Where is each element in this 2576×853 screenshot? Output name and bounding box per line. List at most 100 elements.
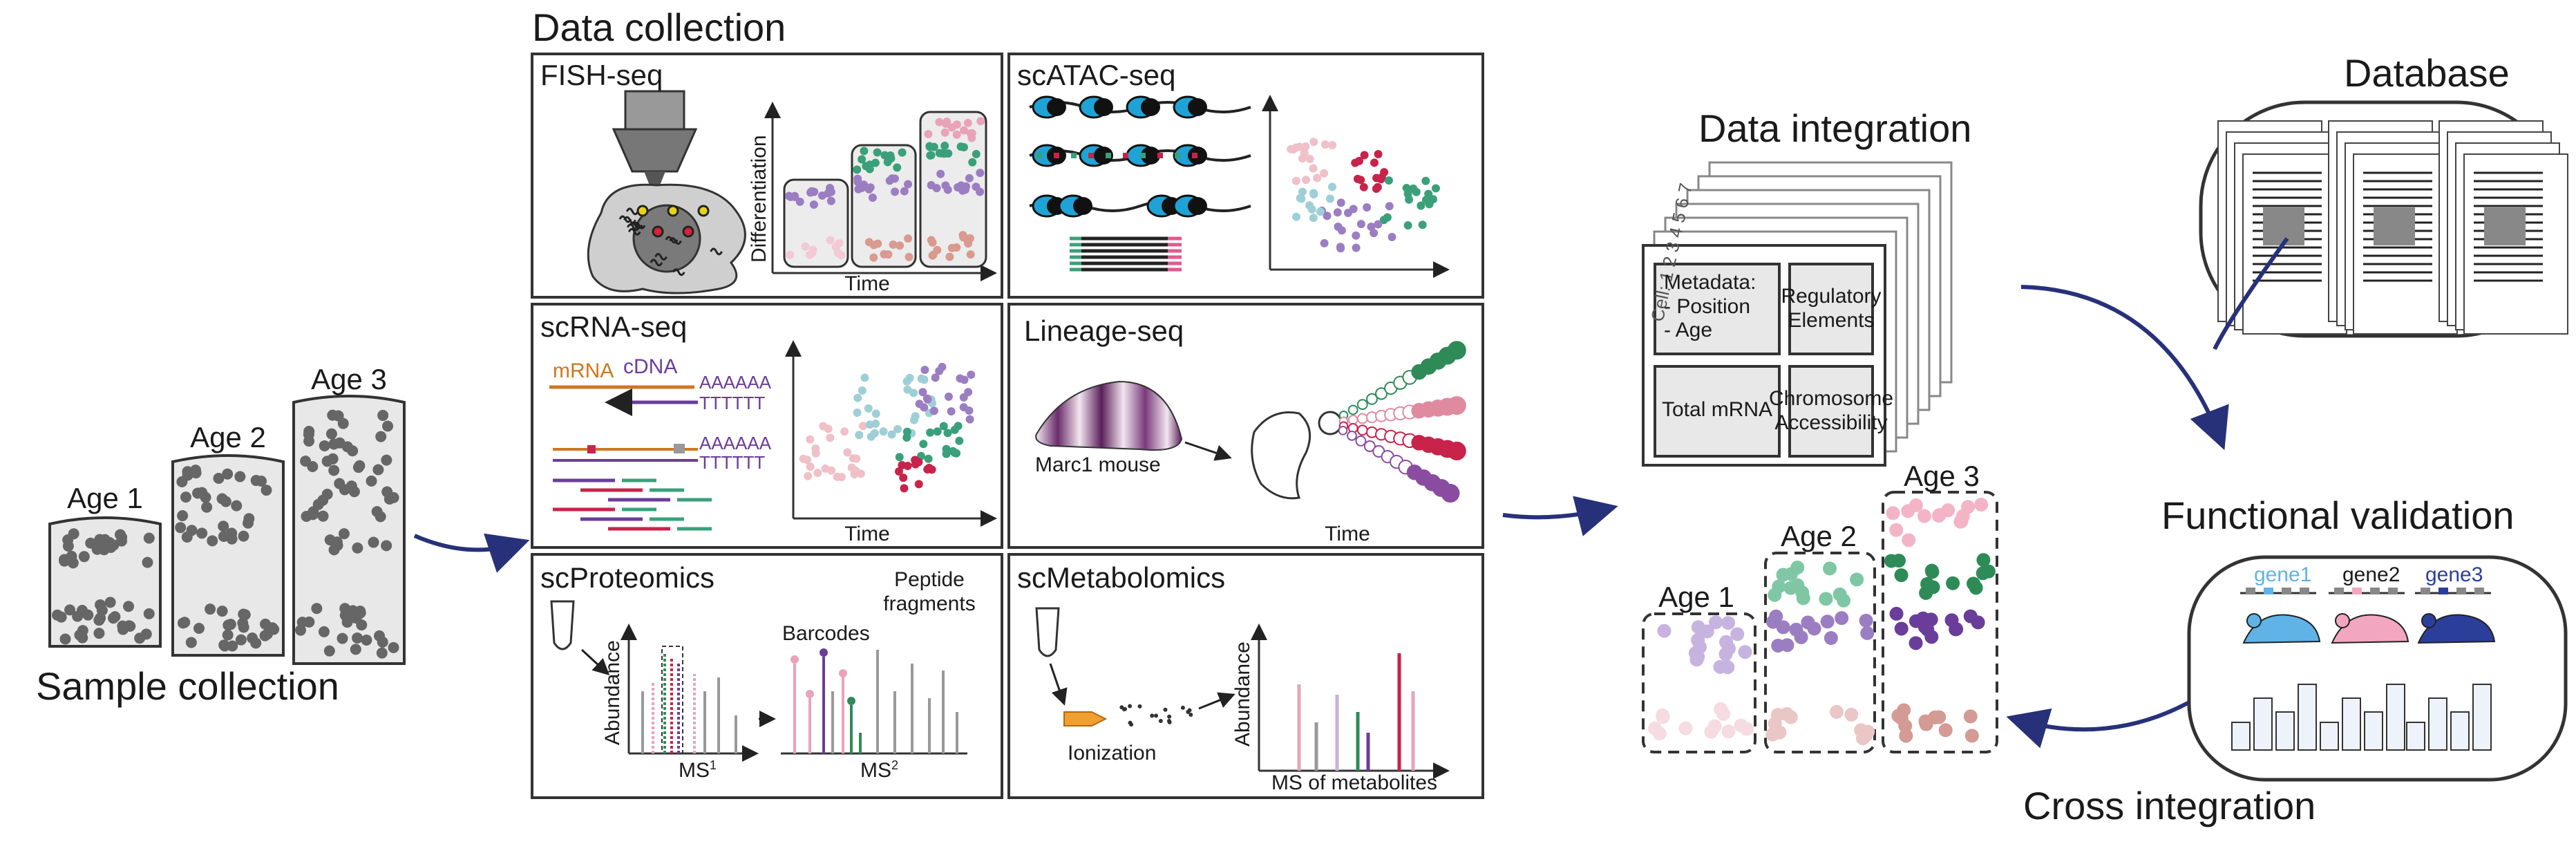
- atac-cell-dot: [1327, 182, 1336, 191]
- fish-cell-dot: [854, 185, 863, 194]
- database-pages: [2217, 120, 2568, 335]
- validation-bar-tube: [2428, 697, 2447, 751]
- rna-cell-dot: [914, 458, 923, 467]
- rna-cell-dot: [893, 424, 902, 433]
- validation-bar-tube: [2364, 711, 2383, 751]
- rna-cell-dot: [858, 422, 867, 431]
- integration-cell-dot: [1709, 615, 1723, 630]
- fish-rna-squiggle: [650, 259, 663, 267]
- rna-cell-dot: [864, 404, 873, 413]
- integration-cell-dot: [1721, 616, 1736, 630]
- sample-cell-dot: [117, 624, 129, 635]
- fish-cell-dot: [925, 142, 934, 151]
- sample-cell-dot: [238, 530, 249, 542]
- sample-cell-dot: [317, 510, 329, 522]
- integration-cell-dot: [1657, 624, 1671, 638]
- rna-cell-dot: [853, 408, 862, 417]
- atac-cell-dot: [1320, 140, 1329, 149]
- metab-spray-droplet: [1186, 709, 1191, 714]
- fish-signal-spot: [667, 205, 679, 217]
- rna-cell-dot: [902, 433, 911, 442]
- fish-cell-dot: [891, 187, 900, 196]
- integration-age3-label: Age 3: [1904, 460, 1980, 492]
- integration-cell-dot: [1850, 572, 1864, 587]
- rna-cdna-label: cDNA: [623, 355, 678, 378]
- lineage-cell: [1355, 435, 1367, 447]
- fish-cell-dot: [795, 197, 804, 206]
- fish-cell-dot: [904, 234, 913, 243]
- lineage-cell: [1347, 404, 1358, 415]
- rna-cell-dot: [931, 373, 940, 382]
- rna-polyt-1: TTTTTT: [699, 393, 766, 413]
- integration-cell-dot: [1730, 627, 1745, 641]
- validation-bar-tube: [2386, 684, 2405, 751]
- integration-cell-dot: [1932, 710, 1947, 724]
- rna-cell-dot: [879, 427, 888, 436]
- rna-cell-dot: [850, 470, 859, 479]
- sample-cell-dot: [93, 628, 105, 639]
- lineage-cell: [1447, 396, 1466, 415]
- sample-cell-dot: [345, 480, 357, 492]
- validation-bar-tube: [2253, 697, 2273, 751]
- arrow-sample-to-collection: [413, 533, 530, 573]
- rna-cell-dot: [840, 427, 849, 436]
- integration-cell-dot: [1714, 702, 1728, 716]
- sample-cell-dot: [196, 527, 208, 539]
- rna-cell-dot: [870, 429, 879, 438]
- integration-cell-dot: [1707, 719, 1722, 733]
- prot-title: scProteomics: [540, 561, 715, 594]
- fish-cell-dot: [959, 126, 968, 135]
- sample-cell-dot: [347, 445, 359, 457]
- validation-gene-segment: [2388, 588, 2398, 594]
- rna-cell-dot: [852, 454, 861, 463]
- integration-cell-dot: [1738, 645, 1752, 659]
- sample-cell-dot: [222, 619, 234, 631]
- sample-cell-dot: [142, 556, 153, 568]
- sample-cell-dot: [193, 623, 205, 635]
- atac-cell-dot: [1309, 189, 1318, 198]
- metab-ylabel: Abundance: [1231, 641, 1254, 747]
- atac-cell-dot: [1384, 176, 1393, 185]
- atac-cell-dot: [1328, 140, 1337, 149]
- validation-mouse-ear: [2246, 613, 2262, 628]
- validation-bar-tube: [2450, 711, 2470, 751]
- atac-cell-dot: [1363, 203, 1372, 212]
- fish-cell-dot: [853, 174, 862, 183]
- metab-spray-droplet: [1163, 707, 1168, 712]
- integration-cell-dot: [1944, 613, 1959, 628]
- atac-cell-dot: [1309, 164, 1318, 173]
- atac-nucleosome-shadow: [1073, 197, 1092, 215]
- metab-tube: [1035, 607, 1060, 657]
- sample-cell-dot: [267, 622, 278, 634]
- rna-cell-dot: [919, 440, 928, 449]
- validation-bar-tube: [2406, 722, 2425, 751]
- rna-cell-dot: [871, 409, 880, 418]
- rna-cell-dot: [905, 373, 914, 382]
- fish-cell-dot: [905, 252, 913, 261]
- age3-tube: [292, 395, 406, 665]
- rna-cell-dot: [915, 400, 924, 409]
- sample-cell-dot: [140, 628, 152, 640]
- atac-cell-dot: [1379, 216, 1388, 225]
- fish-cell-dot: [826, 196, 835, 205]
- sample-cell-dot: [361, 634, 372, 646]
- atac-tag: [1123, 153, 1128, 158]
- fish-cell-dot: [873, 148, 882, 157]
- cell-total-mrna: [1654, 365, 1781, 458]
- sample-cell-dot: [78, 551, 90, 563]
- fish-cell-dot: [927, 180, 936, 189]
- age2-tube: [171, 454, 285, 657]
- sample-cell-dot: [59, 633, 71, 645]
- rna-cell-dot: [914, 480, 923, 489]
- panel-rna: [531, 303, 1003, 549]
- sample-cell-dot: [180, 491, 191, 503]
- integration-cell-dot: [1954, 514, 1969, 529]
- rna-cell-dot: [939, 422, 948, 431]
- validation-bar-tube: [2342, 697, 2361, 751]
- validation-gene-segment: [2352, 588, 2362, 594]
- arrow-validation-to-integration: [2006, 700, 2192, 749]
- rna-cell-dot: [895, 453, 904, 462]
- integration-cell-dot: [1790, 578, 1805, 592]
- sample-cell-dot: [381, 540, 392, 552]
- atac-cell-dot: [1356, 176, 1365, 185]
